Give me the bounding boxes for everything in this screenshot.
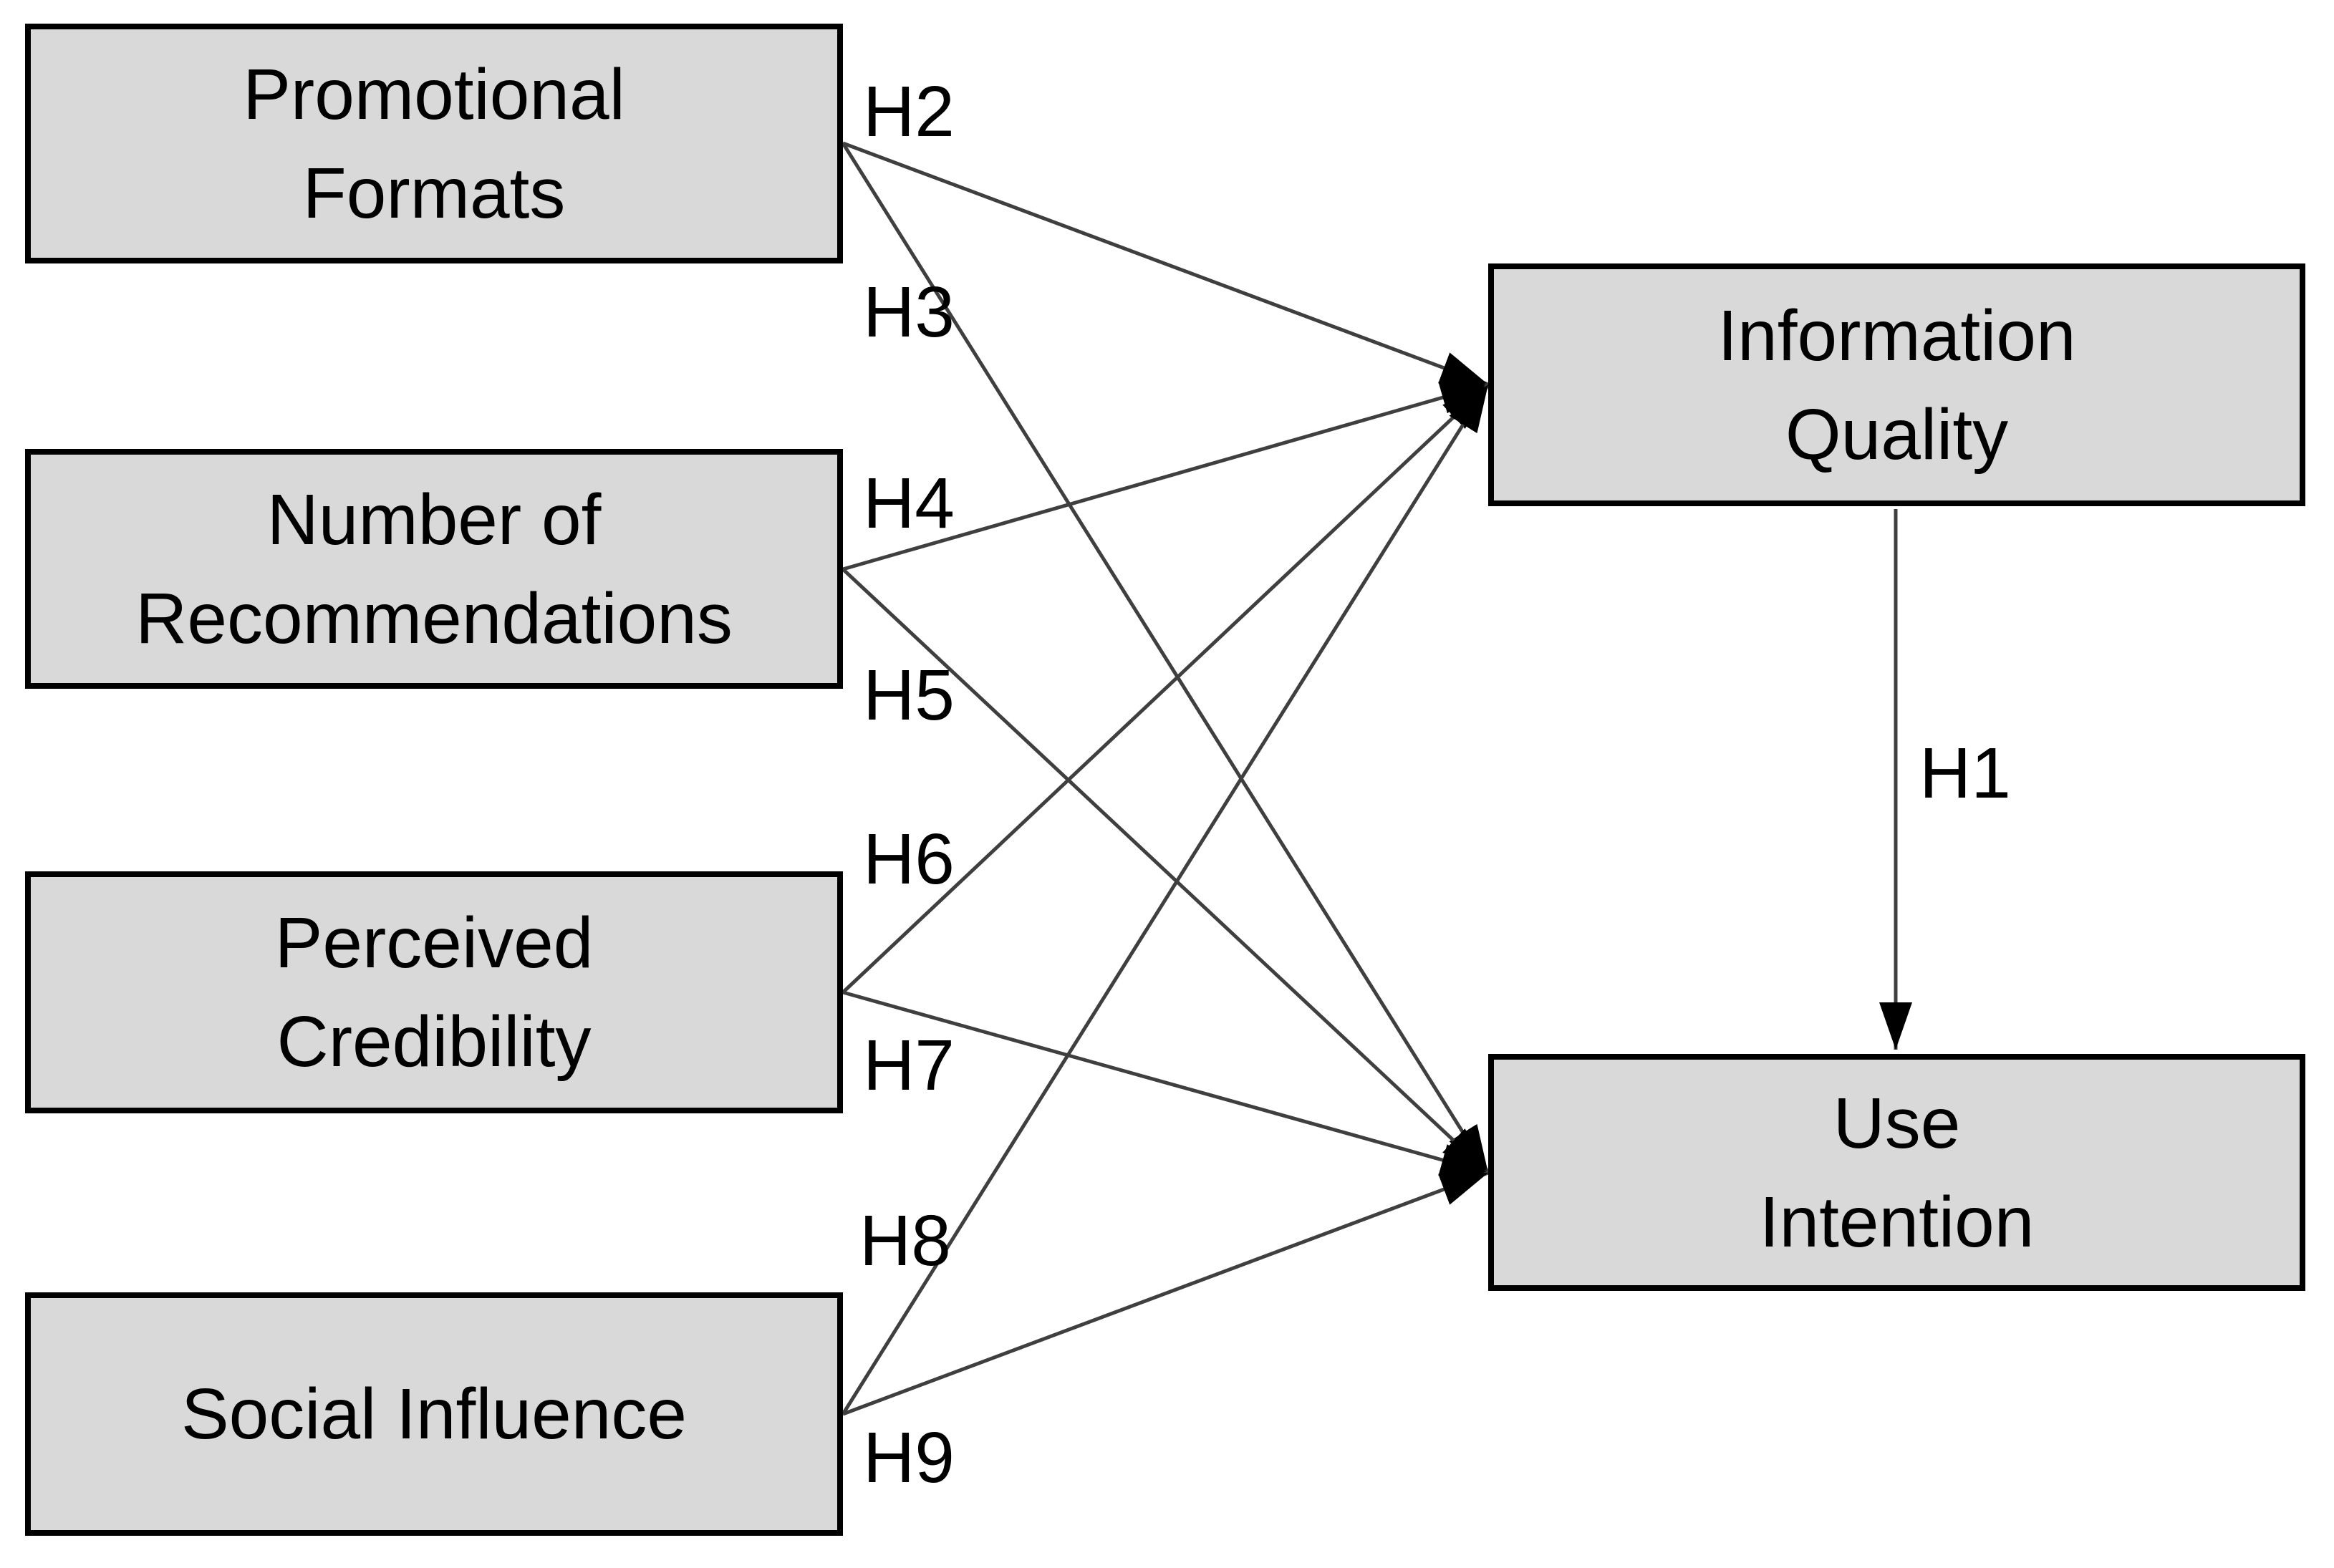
node-perceived-credibility: Perceived Credibility bbox=[25, 871, 843, 1113]
node-promotional-formats: Promotional Formats bbox=[25, 24, 843, 263]
edge-h7-line bbox=[842, 990, 1489, 1176]
edge-h9-line bbox=[842, 1171, 1489, 1416]
edge-h6-line bbox=[842, 383, 1490, 994]
edge-h2-line bbox=[842, 141, 1489, 387]
edge-label-h6: H6 bbox=[863, 819, 955, 899]
node-promotional-formats-label: Promotional Formats bbox=[243, 54, 625, 233]
node-perceived-credibility-label: Perceived Credibility bbox=[274, 903, 594, 1082]
edge-h4-line bbox=[842, 382, 1489, 571]
node-use-intention: Use Intention bbox=[1488, 1054, 2305, 1291]
edge-h8-line bbox=[841, 383, 1490, 1415]
node-information-quality-label: Information Quality bbox=[1717, 295, 2076, 475]
edge-label-h3: H3 bbox=[863, 272, 955, 352]
node-social-influence-label: Social Influence bbox=[180, 1374, 687, 1454]
node-number-of-recommendations: Number of Recommendations bbox=[25, 449, 843, 689]
edge-label-h5: H5 bbox=[863, 655, 955, 735]
edge-h5-line bbox=[842, 568, 1490, 1174]
edge-label-h8: H8 bbox=[859, 1201, 951, 1281]
edge-label-h4: H4 bbox=[863, 463, 955, 543]
edge-label-h7: H7 bbox=[863, 1025, 955, 1105]
edge-h3-line bbox=[841, 142, 1490, 1174]
node-information-quality: Information Quality bbox=[1488, 263, 2305, 506]
edge-label-h1: H1 bbox=[1919, 733, 2011, 813]
node-use-intention-label: Use Intention bbox=[1759, 1083, 2035, 1262]
node-social-influence: Social Influence bbox=[25, 1292, 843, 1536]
edge-label-h2: H2 bbox=[863, 72, 955, 152]
edge-label-h9: H9 bbox=[863, 1418, 955, 1498]
node-number-of-recommendations-label: Number of Recommendations bbox=[135, 479, 733, 659]
